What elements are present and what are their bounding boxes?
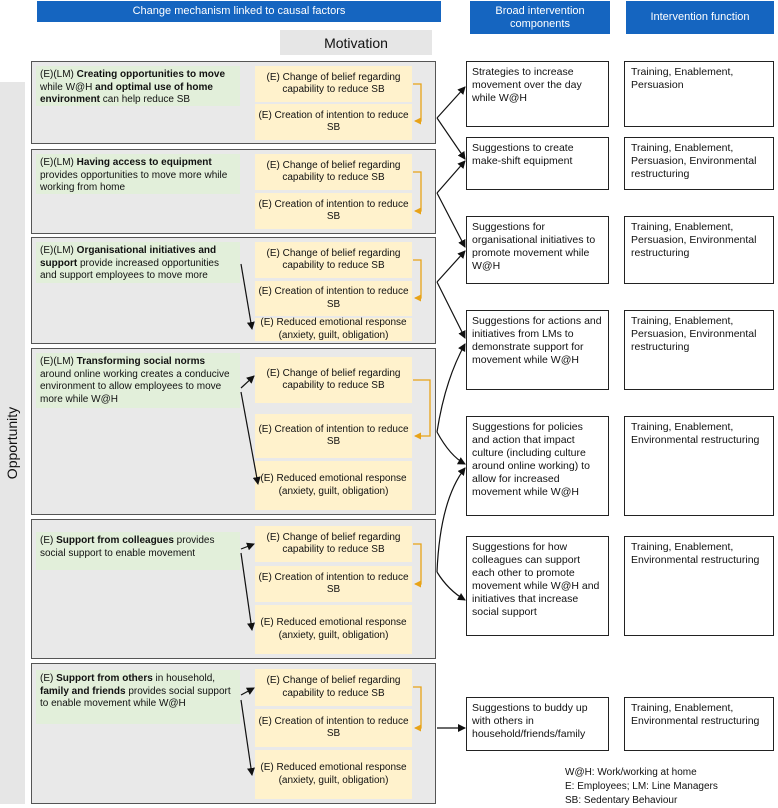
arrow-group-4-component-4	[436, 343, 466, 433]
legend-item: W@H: Work/working at home	[565, 767, 697, 778]
cause-prefix: (E)(LM)	[40, 356, 77, 367]
cause-organisational-initiatives: (E)(LM) Organisational initiatives and s…	[36, 242, 240, 283]
function-row-7: Training, Enablement, Environmental rest…	[624, 697, 774, 751]
cause-prefix: (E)	[40, 673, 57, 684]
mechanism-belief: (E) Change of belief regarding capabilit…	[255, 242, 412, 278]
cause-bold: Creating opportunities to move	[76, 69, 226, 80]
orange-bracket-2	[413, 171, 422, 215]
cause-text: provides social support to enable moveme…	[40, 535, 215, 559]
cause-access-equipment: (E)(LM) Having access to equipment provi…	[36, 154, 240, 194]
cause-text: provide increased opportunities and supp…	[40, 257, 219, 282]
cause-text: provides opportunities to move more whil…	[40, 169, 228, 194]
function-row-1: Training, Enablement, Persuasion	[624, 61, 774, 127]
cause-support-others: (E) Support from others in household, fa…	[36, 670, 240, 724]
orange-bracket-6	[413, 686, 422, 732]
function-row-6: Training, Enablement, Environmental rest…	[624, 536, 774, 636]
orange-bracket-5	[413, 543, 422, 588]
header-change-mechanism: Change mechanism linked to causal factor…	[37, 1, 441, 22]
arrow-cause-6-belief	[240, 687, 255, 696]
mechanism-emotion: (E) Reduced emotional response (anxiety,…	[255, 750, 412, 799]
mechanism-belief: (E) Change of belief regarding capabilit…	[255, 669, 412, 706]
mechanism-intention: (E) Creation of intention to reduce SB	[255, 281, 412, 316]
mechanism-intention: (E) Creation of intention to reduce SB	[255, 193, 412, 229]
opportunity-band: Opportunity	[0, 82, 25, 804]
mechanism-emotion: (E) Reduced emotional response (anxiety,…	[255, 317, 412, 341]
component-makeshift-equipment: Suggestions to create make-shift equipme…	[466, 137, 609, 190]
orange-bracket-1	[413, 83, 422, 125]
function-row-4: Training, Enablement, Persuasion, Enviro…	[624, 310, 774, 390]
header-motivation: Motivation	[280, 30, 432, 55]
mechanism-intention: (E) Creation of intention to reduce SB	[255, 414, 412, 458]
arrow-group-1-component-1	[436, 86, 466, 119]
cause-creating-opportunities: (E)(LM) Creating opportunities to move w…	[36, 66, 240, 106]
arrow-group-2-component-3	[436, 192, 466, 248]
component-organisational-initiatives: Suggestions for organisational initiativ…	[466, 216, 609, 284]
orange-bracket-4	[413, 379, 431, 440]
header-broad-components: Broad intervention components	[470, 1, 610, 34]
mechanism-belief: (E) Change of belief regarding capabilit…	[255, 357, 412, 403]
arrow-group-3-component-4	[436, 281, 466, 339]
arrow-group-5-component-6	[436, 571, 466, 601]
cause-bold: Support from others	[56, 673, 153, 684]
function-row-2: Training, Enablement, Persuasion, Enviro…	[624, 137, 774, 190]
mechanism-intention: (E) Creation of intention to reduce SB	[255, 104, 412, 140]
arrow-cause-6-emotion	[240, 699, 255, 776]
arrow-group-2-component-2	[436, 160, 466, 194]
arrow-group-3-component-3	[436, 250, 466, 283]
component-lm-support: Suggestions for actions and initiatives …	[466, 310, 609, 390]
arrow-cause-5-emotion	[240, 552, 255, 631]
arrow-cause-3-emotion	[240, 263, 255, 330]
function-row-5: Training, Enablement, Environmental rest…	[624, 416, 774, 516]
cause-support-colleagues: (E) Support from colleagues provides soc…	[36, 532, 240, 570]
cause-bold: Transforming social norms	[76, 356, 206, 367]
cause-to-mechanism-arrows	[240, 263, 261, 776]
cause-prefix: (E)(LM)	[40, 157, 77, 168]
orange-brackets	[413, 83, 431, 732]
cause-bold: and optimal use of home environment	[40, 81, 213, 106]
arrow-group-1-component-2	[436, 117, 466, 160]
cause-text: around online working creates a conduciv…	[40, 368, 230, 405]
cause-prefix: (E)(LM)	[40, 245, 77, 256]
component-colleague-support: Suggestions for how colleagues can suppo…	[466, 536, 609, 636]
header-intervention-function: Intervention function	[626, 1, 774, 34]
arrow-cause-5-belief	[240, 542, 255, 551]
component-policies-culture: Suggestions for policies and action that…	[466, 416, 609, 516]
cause-prefix: (E)(LM)	[40, 69, 77, 80]
legend: W@H: Work/working at home E: Employees; …	[565, 766, 718, 808]
mechanism-emotion: (E) Reduced emotional response (anxiety,…	[255, 461, 412, 510]
cause-bold: family and friends	[40, 685, 126, 697]
cause-prefix: (E)	[40, 535, 57, 546]
cause-bold: Having access to equipment	[76, 157, 212, 168]
cause-bold: Support from colleagues	[56, 535, 174, 546]
cause-text: provides social support to enable moveme…	[40, 685, 231, 710]
component-buddy-up: Suggestions to buddy up with others in h…	[466, 697, 609, 751]
arrow-group-5-component-5	[436, 467, 466, 573]
orange-bracket-3	[413, 259, 422, 302]
mechanism-belief: (E) Change of belief regarding capabilit…	[255, 66, 412, 102]
mechanism-belief: (E) Change of belief regarding capabilit…	[255, 526, 412, 562]
arrow-group-4-component-5	[436, 431, 466, 465]
mechanism-to-component-arrows	[436, 86, 466, 732]
legend-item: E: Employees; LM: Line Managers	[565, 781, 718, 792]
arrow-cause-4-belief	[240, 375, 255, 389]
cause-social-norms: (E)(LM) Transforming social norms around…	[36, 353, 240, 408]
mechanism-intention: (E) Creation of intention to reduce SB	[255, 566, 412, 602]
cause-text: can help reduce SB	[100, 94, 191, 105]
function-row-3: Training, Enablement, Persuasion, Enviro…	[624, 216, 774, 284]
mechanism-intention: (E) Creation of intention to reduce SB	[255, 709, 412, 747]
arrow-cause-4-emotion	[240, 391, 261, 485]
component-strategies-movement: Strategies to increase movement over the…	[466, 61, 609, 127]
cause-text: while W@H	[40, 81, 96, 93]
mechanism-belief: (E) Change of belief regarding capabilit…	[255, 154, 412, 190]
cause-bold: Organisational initiatives and support	[40, 245, 217, 269]
cause-text: in household,	[152, 673, 216, 684]
legend-item: SB: Sedentary Behaviour	[565, 795, 678, 806]
mechanism-emotion: (E) Reduced emotional response (anxiety,…	[255, 605, 412, 654]
